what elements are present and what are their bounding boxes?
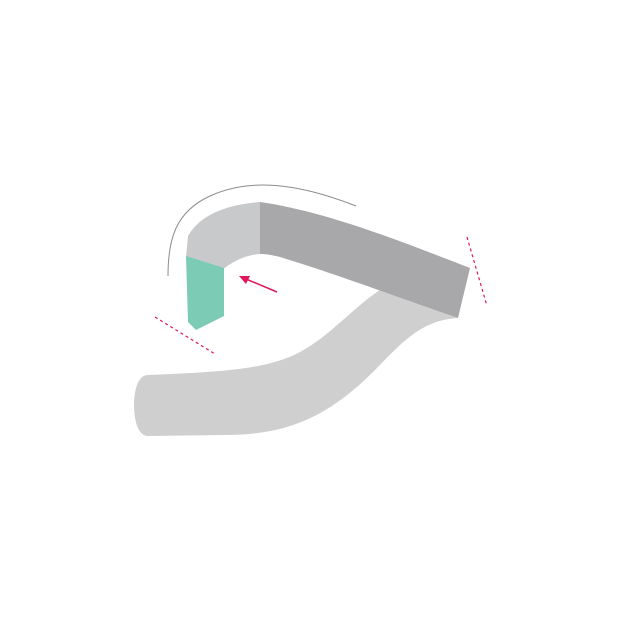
arrow-shaft <box>245 278 278 293</box>
right-cut-dashed-line <box>466 236 488 307</box>
arrow-head <box>239 276 250 284</box>
outer-guide-curve <box>167 184 357 277</box>
pointer-arrow <box>239 276 278 293</box>
top-right-face-shape <box>260 202 470 318</box>
top-left-face-shape <box>186 202 260 270</box>
highlighted-segment-shape <box>186 256 224 330</box>
lower-arm-shape <box>134 290 458 436</box>
